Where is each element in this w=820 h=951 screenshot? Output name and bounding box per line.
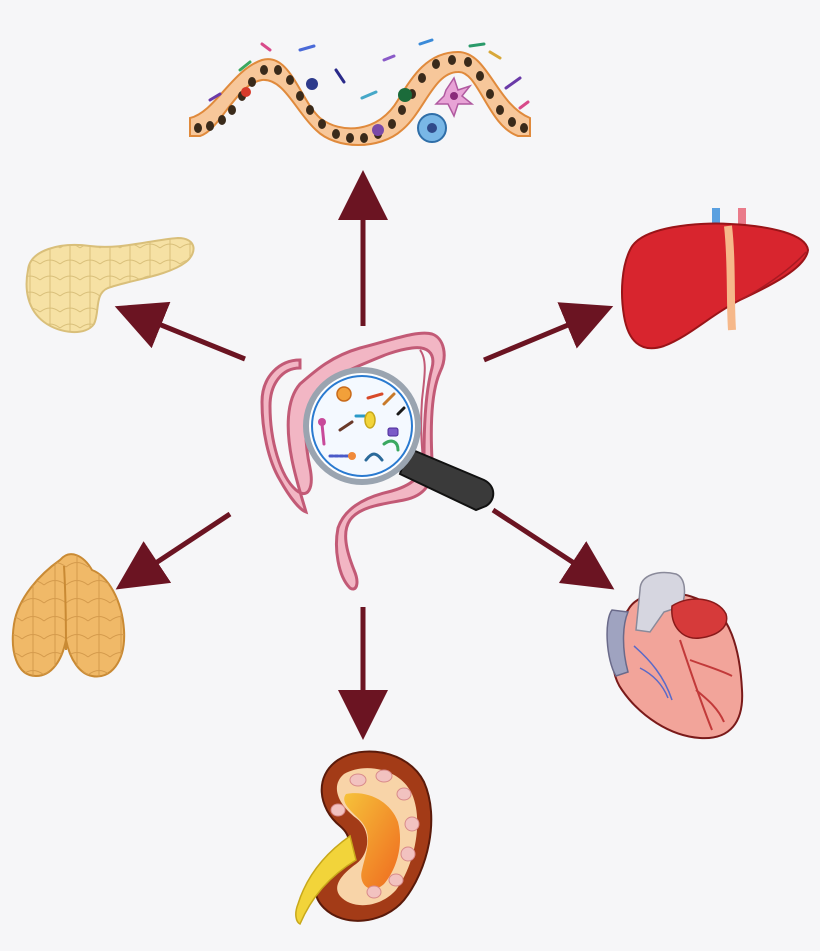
arrow-to-thyroid <box>115 511 232 590</box>
arrows <box>114 170 615 740</box>
magnifier-handle <box>398 446 495 512</box>
pancreas-icon <box>25 236 195 333</box>
arrow-to-heart <box>491 507 615 590</box>
arrow-to-liver <box>483 302 614 363</box>
intestinal-epithelium-icon <box>189 38 531 146</box>
immune-cell-icon <box>417 113 447 143</box>
gut-microbiome-magnifier-icon <box>260 331 495 591</box>
microbes <box>318 386 406 462</box>
thyroid-icon <box>11 553 126 678</box>
kidney-icon <box>295 750 433 926</box>
arrow-to-pancreas <box>114 301 246 362</box>
heart-icon <box>606 571 744 740</box>
dendritic-cell-icon <box>434 76 475 118</box>
liver-icon <box>621 208 810 350</box>
